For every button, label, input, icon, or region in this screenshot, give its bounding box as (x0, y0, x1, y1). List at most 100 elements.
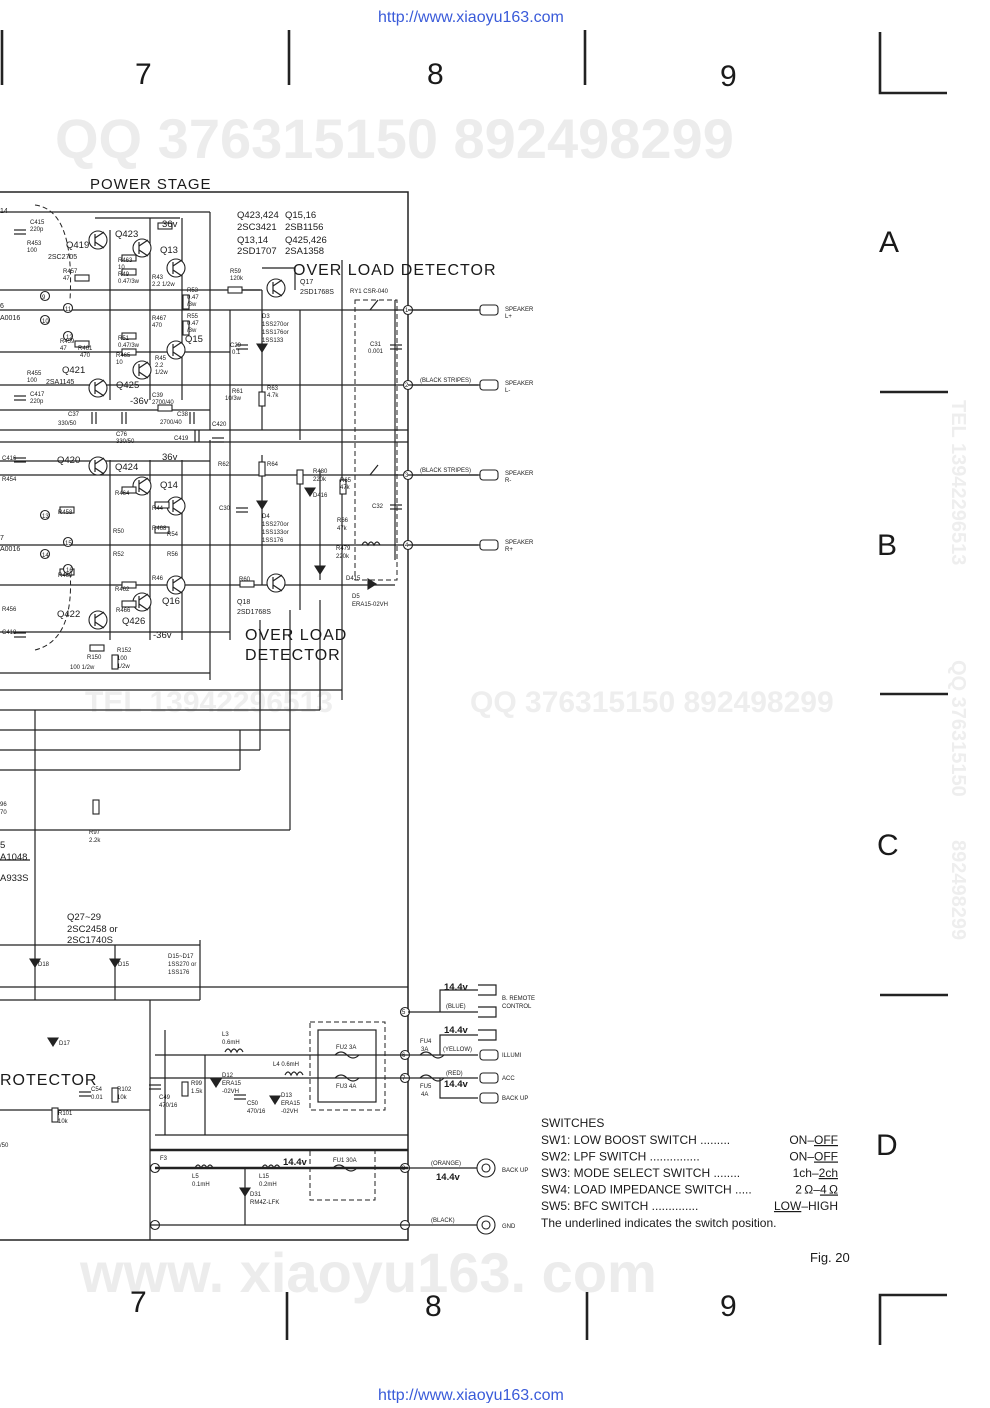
svg-text:R456: R456 (2, 607, 17, 613)
watermark-side-1: TEL 13942296513 (947, 400, 969, 565)
svg-text:Q16: Q16 (162, 596, 180, 607)
svg-text:/3w: /3w (187, 328, 197, 334)
svg-text:330/50: 330/50 (116, 439, 135, 445)
pin-circle (39, 509, 51, 521)
svg-text:2SC2458 or: 2SC2458 or (67, 924, 118, 935)
svg-text:R60: R60 (239, 577, 251, 583)
svg-text:C30: C30 (219, 506, 231, 512)
resistor-symbol (121, 600, 137, 608)
svg-text:2SD1707: 2SD1707 (237, 246, 277, 257)
pin-circle (39, 314, 51, 326)
watermark-side: TEL 13942296513 QQ 376315150 892498299 (947, 400, 969, 940)
svg-text:/3w: /3w (187, 302, 197, 308)
row-b: B (877, 529, 897, 562)
svg-text:R463: R463 (118, 258, 133, 264)
transistor-symbol (166, 340, 186, 360)
svg-text:R468: R468 (152, 526, 167, 532)
switch-options: 2 Ω–4 Ω (795, 1183, 838, 1197)
overload-detector-upper-title: OVER LOAD DETECTOR (293, 262, 497, 279)
svg-text:L3: L3 (222, 1032, 229, 1038)
switch-label: SW4: LOAD IMPEDANCE SWITCH ..... (541, 1183, 752, 1197)
plug-connector-symbol (479, 539, 499, 551)
svg-text:R55: R55 (187, 314, 199, 320)
svg-text:BACK UP: BACK UP (502, 1168, 528, 1174)
diode-symbol (367, 578, 378, 590)
svg-text:47k: 47k (340, 485, 351, 491)
switch-option-a: ON (789, 1150, 807, 1164)
svg-text:3A: 3A (421, 1047, 428, 1053)
svg-text:L5: L5 (192, 1174, 199, 1180)
svg-text:R150: R150 (87, 655, 102, 661)
svg-text:1SS176: 1SS176 (262, 538, 284, 544)
header-url[interactable]: http://www.xiaoyu163.com (378, 9, 564, 26)
transistor-symbol (132, 476, 152, 496)
svg-text:(BLACK STRIPES): (BLACK STRIPES) (420, 378, 471, 384)
overload-detector-lower-title-2: DETECTOR (245, 647, 341, 664)
svg-text:C416: C416 (2, 456, 17, 462)
resistor-symbol (339, 479, 347, 495)
switch-label: SW1: LOW BOOST SWITCH ......... (541, 1133, 730, 1147)
plug-connector-symbol (479, 1092, 499, 1104)
svg-text:R102: R102 (117, 1087, 132, 1093)
svg-text:D15: D15 (118, 962, 130, 968)
wiring-upper (0, 211, 480, 700)
svg-text:1SS176or: 1SS176or (262, 330, 289, 336)
svg-text:D12: D12 (222, 1073, 234, 1079)
column-7-top: 7 (135, 58, 152, 91)
pin-circle (39, 290, 51, 302)
svg-text:-36v: -36v (153, 630, 172, 641)
row-a: A (879, 226, 899, 259)
svg-text:220k: 220k (336, 554, 350, 560)
transistor-symbol (132, 238, 152, 258)
socket-connector-symbol (478, 1029, 497, 1041)
resistor-symbol (182, 320, 190, 336)
pin-circle (62, 536, 74, 548)
diode-symbol (304, 487, 316, 498)
footer-url[interactable]: http://www.xiaoyu163.com (378, 1387, 564, 1404)
svg-text:R49: R49 (118, 272, 130, 278)
switch-label: SW5: BFC SWITCH .............. (541, 1199, 698, 1213)
relay-coil-symbol (361, 541, 381, 547)
column-7-bottom: 7 (130, 1286, 147, 1319)
svg-text:14.4v: 14.4v (444, 1079, 468, 1090)
switch-option-a: 1ch (793, 1166, 812, 1180)
svg-text:470/16: 470/16 (159, 1103, 178, 1109)
svg-text:8: 8 (402, 1166, 406, 1172)
svg-text:R46: R46 (152, 576, 164, 582)
svg-text:0.47/3w: 0.47/3w (118, 343, 140, 349)
pin-circle (39, 548, 51, 560)
svg-text:SPEAKER: SPEAKER (505, 471, 534, 477)
fuse-holder-outline (309, 1021, 386, 1111)
output-connectors (476, 304, 499, 1235)
svg-text:Q15,16: Q15,16 (285, 210, 316, 221)
transistor-symbol (166, 496, 186, 516)
svg-text:A933S: A933S (0, 873, 29, 884)
resistor-symbol (227, 286, 243, 294)
svg-text:100 1/2w: 100 1/2w (70, 665, 95, 671)
svg-text:FU2 3A: FU2 3A (336, 1045, 356, 1051)
wiring-lower (0, 310, 480, 1240)
watermark-bottom: www. xiaoyu163. com (79, 1241, 657, 1304)
svg-text:-02VH: -02VH (222, 1089, 239, 1095)
svg-text:Q419: Q419 (66, 240, 89, 251)
svg-text:R+: R+ (505, 547, 513, 553)
pin-circle (62, 330, 74, 342)
svg-text:14.4v: 14.4v (444, 982, 468, 993)
switch-options: ON–OFF (789, 1133, 838, 1147)
svg-text:Q423: Q423 (115, 229, 138, 240)
svg-text:Q13: Q13 (160, 245, 178, 256)
svg-text:R43: R43 (152, 275, 164, 281)
svg-text:C50: C50 (247, 1101, 259, 1107)
svg-text:12: 12 (66, 335, 73, 341)
svg-text:1SS270or: 1SS270or (262, 522, 289, 528)
svg-text:100: 100 (117, 656, 128, 662)
resistor-symbol (121, 348, 137, 356)
svg-text:C76: C76 (116, 432, 128, 438)
resistor-symbol (121, 268, 137, 276)
switch-option-b: 4 Ω (820, 1183, 838, 1197)
svg-text:R97: R97 (89, 830, 101, 836)
resistor-symbol (154, 501, 170, 509)
svg-text:2700/40: 2700/40 (152, 400, 174, 406)
plug-connector-symbol (479, 469, 499, 481)
svg-text:R-: R- (505, 478, 511, 484)
